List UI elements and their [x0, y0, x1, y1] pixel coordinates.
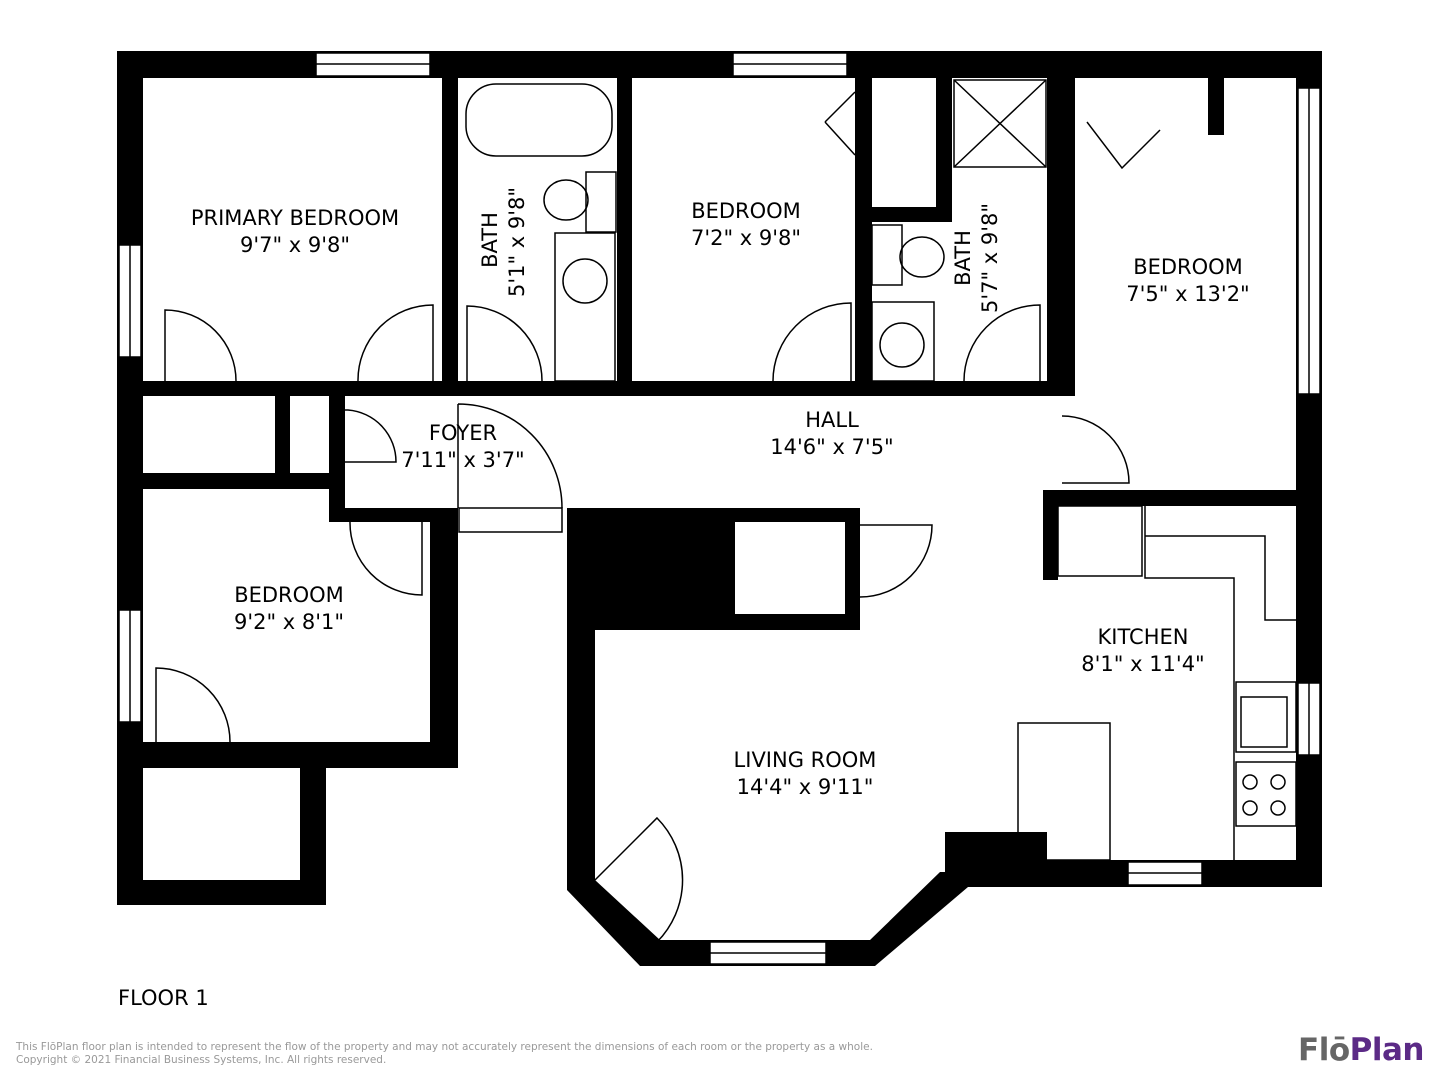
foyer-dims: 7'11" x 3'7" — [401, 448, 524, 472]
logo-part-1: Flō — [1298, 1032, 1350, 1068]
bedroom4-name: BEDROOM — [234, 583, 344, 607]
bath2-dims: 5'7" x 9'8" — [978, 203, 1002, 313]
floor-label: FLOOR 1 — [118, 986, 209, 1010]
walls — [117, 51, 1322, 966]
primary-bedroom-name: PRIMARY BEDROOM — [191, 206, 399, 230]
bedroom3-dims: 7'5" x 13'2" — [1126, 282, 1249, 306]
disclaimer: This FlōPlan floor plan is intended to r… — [16, 1041, 873, 1066]
bedroom2-dims: 7'2" x 9'8" — [691, 226, 801, 250]
foyer-name: FOYER — [429, 421, 497, 445]
room-labels: PRIMARY BEDROOM 9'7" x 9'8" BATH 5'1" x … — [191, 187, 1250, 799]
floplan-logo: FlōPlan — [1298, 1032, 1424, 1068]
primary-bedroom-dims: 9'7" x 9'8" — [240, 233, 350, 257]
windows — [118, 52, 1321, 965]
living-room-name: LIVING ROOM — [734, 748, 877, 772]
hall-dims: 14'6" x 7'5" — [770, 435, 893, 459]
living-room-dims: 14'4" x 9'11" — [737, 775, 874, 799]
kitchen-dims: 8'1" x 11'4" — [1081, 652, 1204, 676]
bedroom2-name: BEDROOM — [691, 199, 801, 223]
bedroom4-dims: 9'2" x 8'1" — [234, 610, 344, 634]
bath2-name: BATH — [951, 230, 975, 286]
bedroom3-name: BEDROOM — [1133, 255, 1243, 279]
hall-name: HALL — [805, 408, 859, 432]
disclaimer-line-1: This FlōPlan floor plan is intended to r… — [16, 1041, 873, 1053]
logo-part-2: Plan — [1349, 1032, 1425, 1068]
fixtures — [465, 79, 1297, 861]
bath1-name: BATH — [478, 212, 502, 268]
kitchen-name: KITCHEN — [1098, 625, 1189, 649]
bath1-dims: 5'1" x 9'8" — [505, 187, 529, 297]
doors — [155, 302, 1130, 943]
disclaimer-line-2: Copyright © 2021 Financial Business Syst… — [16, 1053, 387, 1066]
